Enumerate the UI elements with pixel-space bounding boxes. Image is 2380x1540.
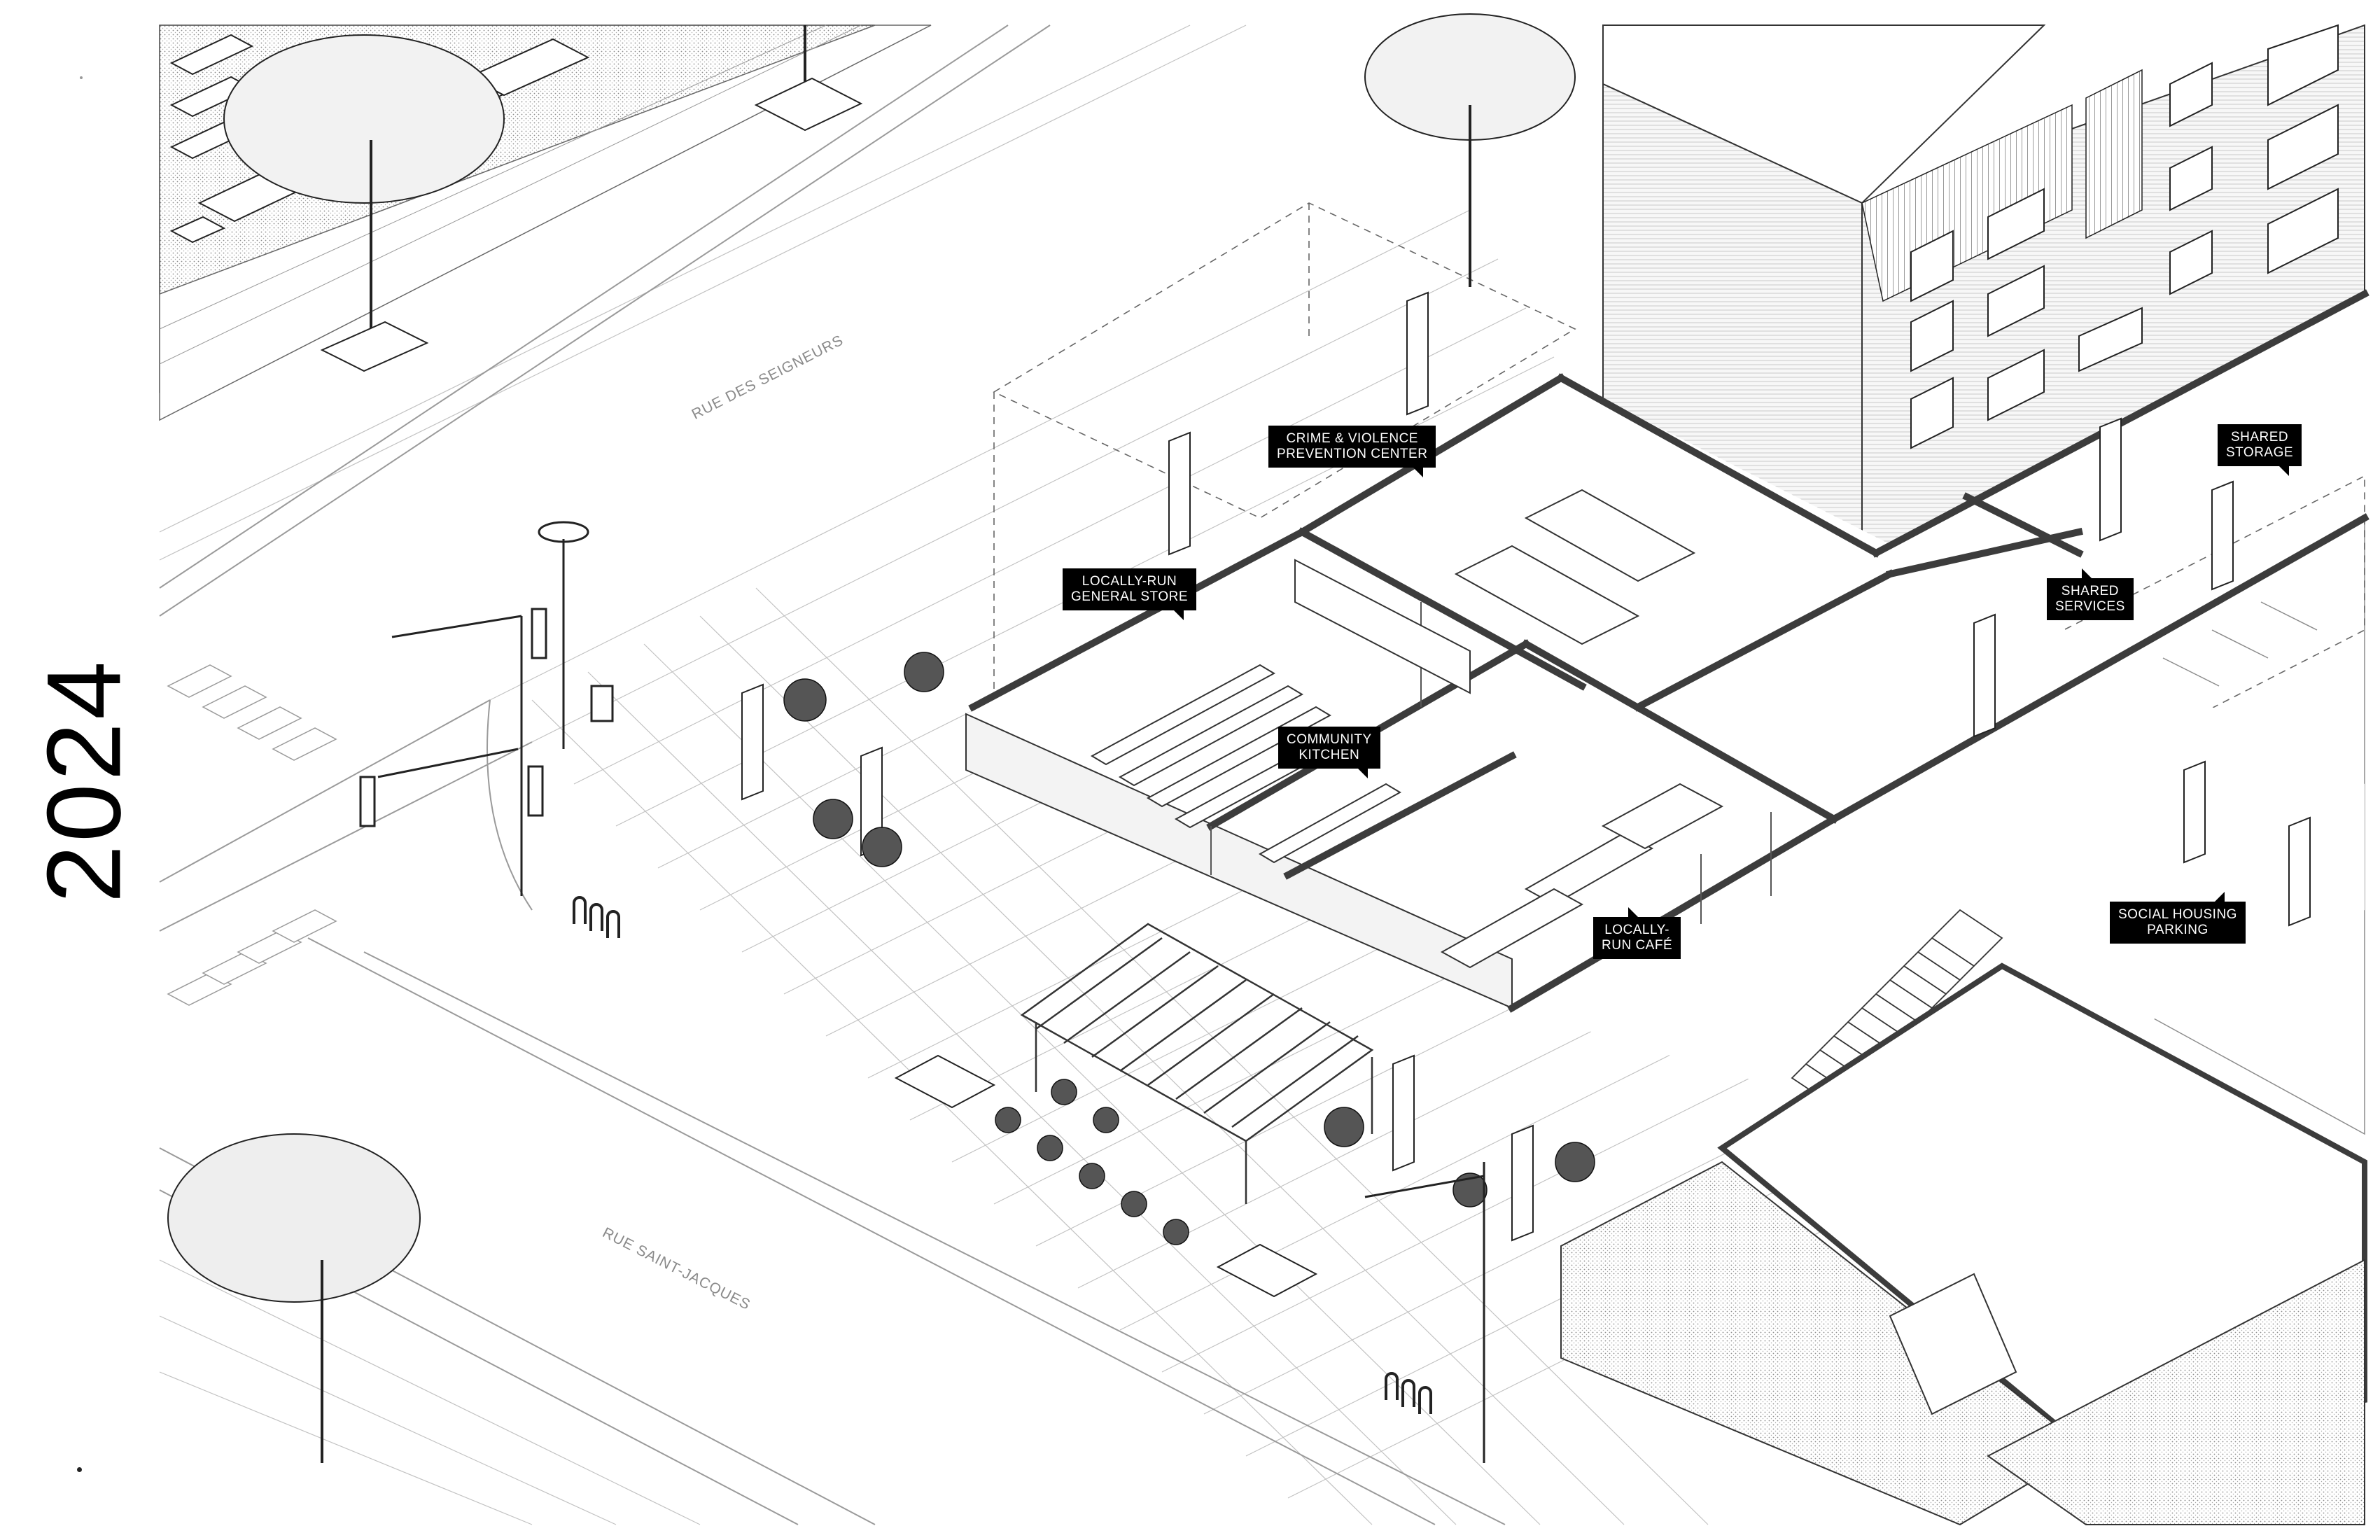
pavilion xyxy=(965,289,2370,1134)
label-cafe: LOCALLY- RUN CAFÉ xyxy=(1593,907,1681,959)
trees xyxy=(167,13,1576,1463)
label-shared-storage: SHARED STORAGE xyxy=(2218,424,2302,476)
street-lights xyxy=(359,521,1485,1463)
label-general-store: LOCALLY-RUN GENERAL STORE xyxy=(1063,568,1196,620)
tree-grates xyxy=(894,1054,1318,1298)
store-shelving xyxy=(1090,559,1471,864)
road-lines xyxy=(159,24,1506,1525)
meeting-tables xyxy=(1440,489,1724,969)
year-text: 2024 xyxy=(24,658,143,903)
bike-racks xyxy=(573,896,1432,1414)
lower-volume xyxy=(1560,962,2367,1526)
margin-dot xyxy=(77,1467,82,1472)
label-community-kitchen: COMMUNITY KITCHEN xyxy=(1278,727,1380,778)
margin-dot-top xyxy=(80,76,83,79)
crosswalk xyxy=(167,664,337,1006)
label-crime-center: CRIME & VIOLENCE PREVENTION CENTER xyxy=(1268,426,1436,477)
planters xyxy=(783,652,1595,1245)
label-parking: SOCIAL HOUSING PARKING xyxy=(2110,892,2246,944)
year-label: 2024 xyxy=(21,654,147,906)
plaza-grid xyxy=(159,24,2003,1525)
label-shared-services: SHARED SERVICES xyxy=(2047,568,2134,620)
pergola xyxy=(1020,923,1374,1204)
housing-building xyxy=(1602,24,2365,561)
